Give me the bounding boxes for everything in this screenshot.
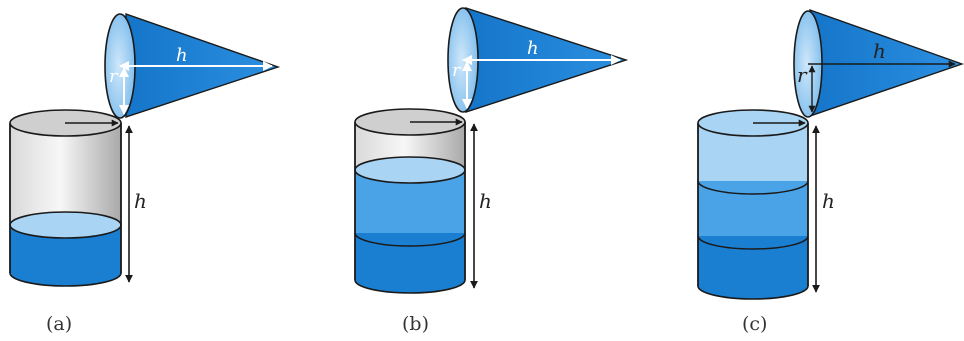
cone-radius-label: r [109, 66, 119, 87]
cone-body [809, 9, 964, 117]
panel-b: h h r (b) [354, 7, 629, 335]
cylinder-height-label: h [479, 189, 492, 213]
cone-height-label: h [873, 39, 886, 63]
cylinder-height-label: h [822, 189, 835, 213]
cone-c: h r [793, 9, 964, 118]
cylinder-height-label: h [134, 189, 147, 213]
cylinder-c [697, 109, 809, 300]
panel-caption: (c) [742, 313, 767, 335]
level-1-line [697, 235, 809, 250]
cone-b: h r [447, 7, 629, 113]
panel-c: h h r (c) [697, 9, 964, 335]
water-surface [9, 211, 122, 239]
panel-caption: (b) [402, 313, 429, 335]
panel-caption: (a) [46, 313, 72, 335]
panel-a: h h r (a) [9, 13, 281, 335]
water-level-1 [355, 233, 465, 280]
water-surface [354, 156, 466, 184]
level-1-line [354, 232, 466, 247]
cone-a: h r [104, 13, 281, 119]
level-2-line [697, 180, 809, 195]
cylinder-a [9, 109, 122, 287]
cone-height-label: h [527, 38, 539, 59]
cone-radius-label: r [452, 60, 462, 81]
cone-radius-label: r [797, 63, 808, 87]
cone-height-label: h [176, 45, 188, 66]
cylinder-b [354, 108, 466, 294]
water-level-1 [698, 236, 808, 286]
